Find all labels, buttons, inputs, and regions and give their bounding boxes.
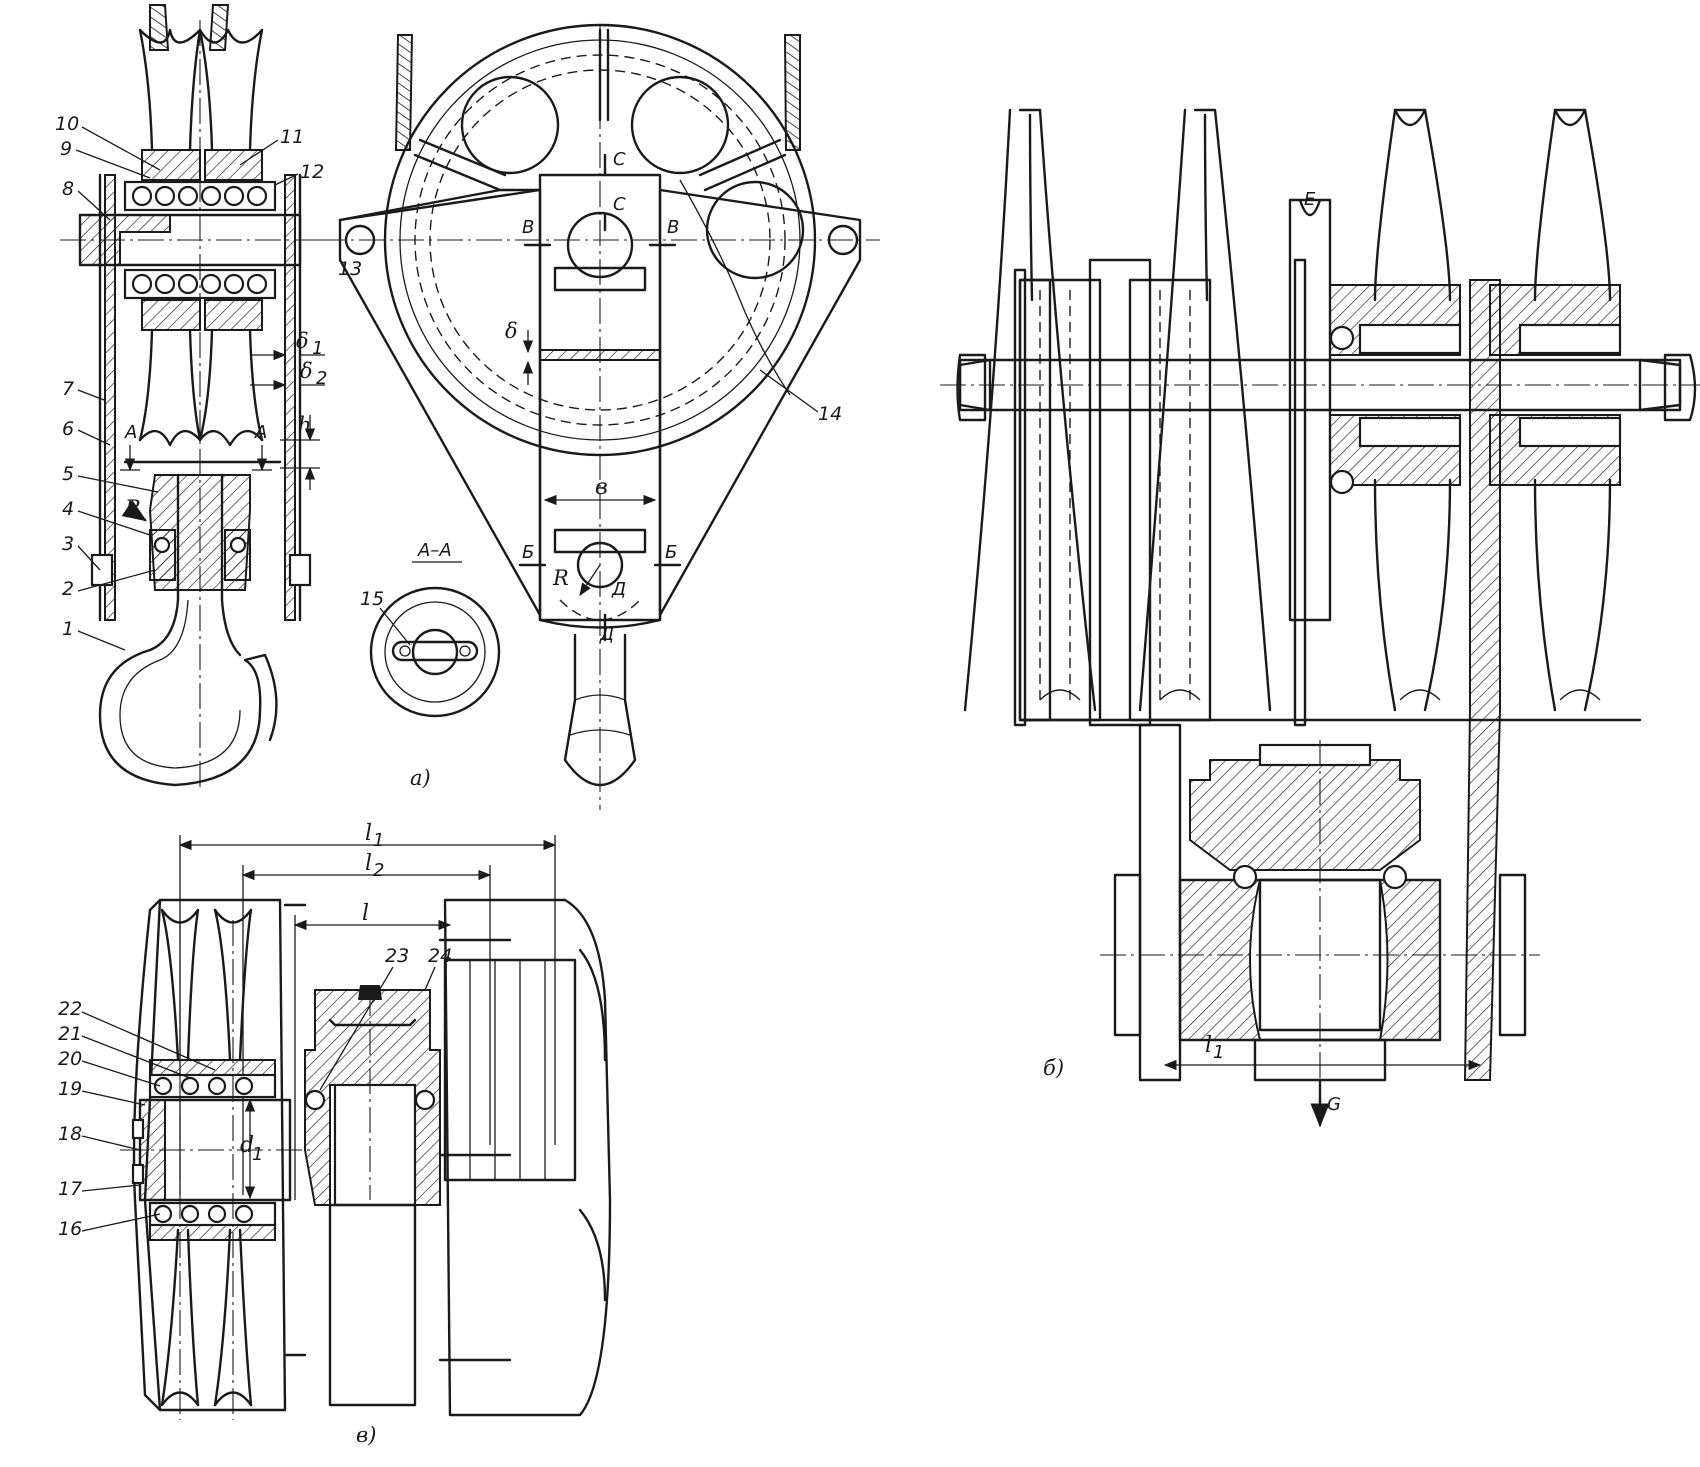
part-7: 7 <box>62 378 74 400</box>
part-24: 24 <box>428 945 452 967</box>
delta1-label: δ <box>296 329 309 353</box>
view-a-labels: 10 9 8 11 12 7 6 5 4 3 2 1 R А А δ 1 <box>55 113 327 651</box>
part-10: 10 <box>55 113 79 135</box>
view-a-label: а) <box>410 766 431 790</box>
view-c <box>120 835 612 1420</box>
part-3: 3 <box>62 533 74 555</box>
radius-r-label: R <box>124 496 141 520</box>
mark-c-top: С <box>613 149 626 170</box>
view-a-front-labels: С С В В Б Б Д Д R в δ 13 14 а) <box>338 149 842 790</box>
part-14: 14 <box>818 403 842 425</box>
mark-d-top: Д <box>611 579 626 600</box>
dim-l1-label: l <box>1205 1033 1212 1058</box>
dim-l2-sub: 2 <box>373 860 384 881</box>
part-4: 4 <box>62 498 74 520</box>
dim-d1-sub: 1 <box>252 1144 263 1165</box>
dim-b-label: в <box>595 475 608 500</box>
hook <box>98 598 278 787</box>
part-11: 11 <box>280 126 304 148</box>
section-a-a: А–А 15 <box>360 540 501 718</box>
view-b <box>940 108 1700 1128</box>
view-b-label: б) <box>1043 1056 1064 1080</box>
part-2: 2 <box>62 578 74 600</box>
delta1-sub: 1 <box>312 338 323 359</box>
part-13: 13 <box>338 258 362 280</box>
mark-e: Е <box>1304 189 1316 210</box>
part-19: 19 <box>58 1078 82 1100</box>
section-a-left: А <box>124 422 137 443</box>
part-20: 20 <box>58 1048 82 1070</box>
view-a-section <box>60 4 320 790</box>
part-16: 16 <box>58 1218 82 1240</box>
view-c-label: в) <box>356 1423 376 1447</box>
part-15: 15 <box>360 588 384 610</box>
bearings-top <box>123 180 277 212</box>
part-6: 6 <box>62 418 74 440</box>
section-a-a-title: А–А <box>417 540 452 561</box>
dim-l1-c-label: l <box>365 821 372 846</box>
part-23: 23 <box>385 945 409 967</box>
section-a-right: А <box>254 422 267 443</box>
mark-v-left: В <box>522 217 534 238</box>
part-5: 5 <box>62 463 74 485</box>
view-a-front <box>320 23 880 810</box>
part-18: 18 <box>58 1123 82 1145</box>
h-label: h <box>298 413 312 437</box>
part-12: 12 <box>300 161 324 183</box>
view-c-labels: l 1 l 2 l d 1 23 24 22 21 20 19 18 17 16… <box>58 821 452 1447</box>
delta2-label: δ <box>300 359 313 383</box>
delta2-sub: 2 <box>316 368 327 389</box>
part-8: 8 <box>62 178 74 200</box>
dim-l1-c-sub: 1 <box>373 830 384 851</box>
view-b-labels: Е l 1 G б) <box>1043 189 1341 1115</box>
part-17: 17 <box>58 1178 82 1200</box>
radius-r2-label: R <box>552 566 569 590</box>
dim-l1-sub: 1 <box>1213 1042 1224 1063</box>
delta2-front-label: δ <box>505 319 518 343</box>
dim-l-label: l <box>362 901 369 926</box>
load-g-label: G <box>1327 1094 1341 1115</box>
mark-b-left: Б <box>522 542 534 563</box>
mark-c-bottom: С <box>613 194 626 215</box>
mark-v-right: В <box>667 217 679 238</box>
dim-d1-label: d <box>240 1133 254 1158</box>
mark-b-right: Б <box>665 542 677 563</box>
part-1: 1 <box>62 618 74 640</box>
part-22: 22 <box>58 998 82 1020</box>
part-21: 21 <box>58 1023 82 1045</box>
part-9: 9 <box>60 138 72 160</box>
dim-l2-label: l <box>365 851 372 876</box>
mark-d-bottom: Д <box>599 624 614 645</box>
